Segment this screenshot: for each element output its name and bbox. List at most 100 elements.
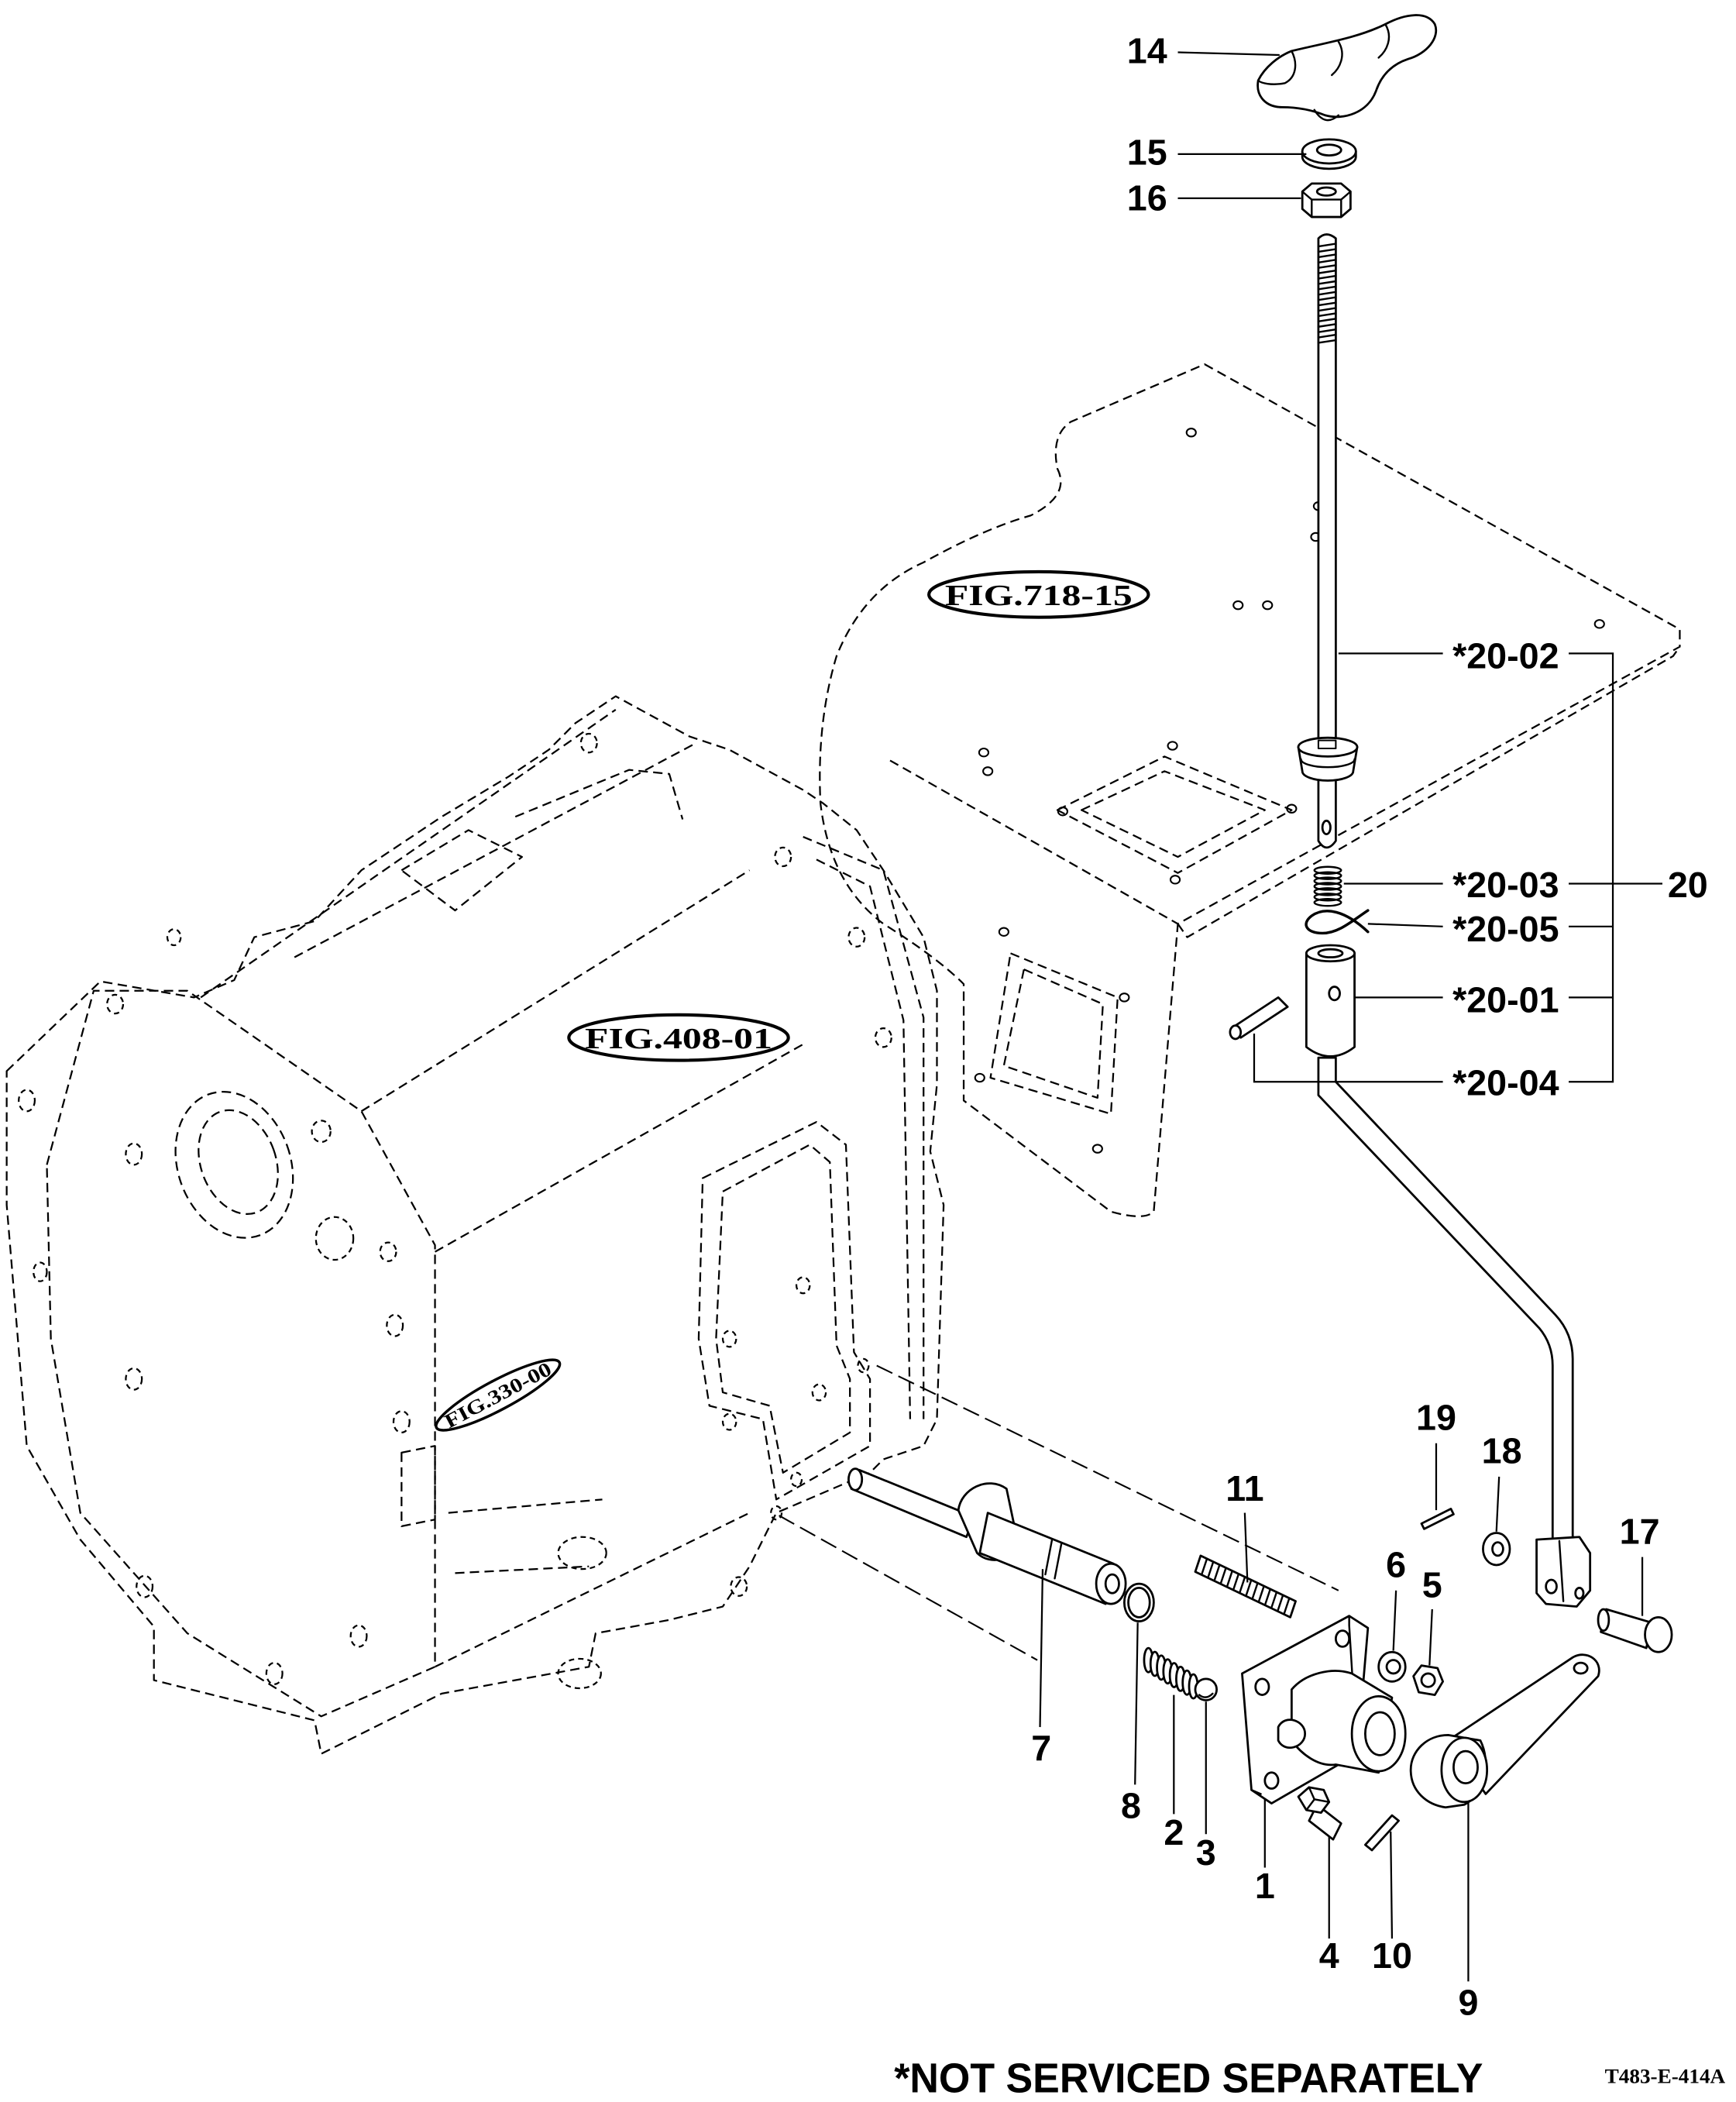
- housing-hub-outer: [174, 1090, 294, 1239]
- callout-20-01: *20-01: [1452, 979, 1559, 1020]
- clevis-hole-1: [1545, 1578, 1558, 1595]
- shaft-end-bore: [1104, 1573, 1120, 1595]
- alignment-line-2: [779, 1515, 1038, 1661]
- mounting-hole: [1169, 875, 1181, 885]
- mounting-hole: [1091, 1144, 1103, 1154]
- plate-outer-outline: [819, 363, 1681, 1218]
- o-ring-inner: [1127, 1586, 1151, 1619]
- housing-gasket-frame: [697, 1120, 871, 1501]
- part-20-03-spring: [1313, 865, 1342, 907]
- shaft-barrel: [978, 1512, 1115, 1605]
- leader-7: [1039, 1569, 1044, 1728]
- rod-cross-hole: [1321, 819, 1332, 835]
- housing-detent-port: [1277, 1718, 1307, 1749]
- part-15-washer: [1301, 138, 1357, 170]
- clevis-hole-2: [1574, 1586, 1585, 1600]
- housing-outer-outline: [5, 695, 945, 1755]
- mounting-hole: [579, 732, 598, 754]
- callout-5: 5: [1422, 1564, 1442, 1605]
- mounting-hole: [795, 1276, 811, 1295]
- callout-20: 20: [1668, 865, 1708, 905]
- part-7-shaft: [847, 1467, 1127, 1605]
- thread-line: [1317, 274, 1337, 280]
- upper-reference-outline: [819, 363, 1681, 1218]
- thread-line: [1317, 318, 1337, 323]
- mounting-hole: [978, 747, 990, 758]
- callout-16: 16: [1127, 177, 1167, 218]
- mounting-hole: [1262, 600, 1274, 611]
- housing-left-face: [46, 989, 436, 1718]
- rod-threads: [1317, 243, 1337, 344]
- spring-coil: [1313, 882, 1342, 891]
- thread-line: [1317, 323, 1337, 328]
- thread-line: [1317, 312, 1337, 318]
- mounting-hole: [721, 1330, 737, 1348]
- mounting-hole: [349, 1624, 368, 1648]
- mounting-hole: [1057, 806, 1068, 817]
- clevis-pin-tip: [1597, 1608, 1611, 1632]
- housing-gasket-frame-inner: [715, 1144, 851, 1474]
- collar-body: [1305, 951, 1356, 1058]
- leader-20-04: [1253, 1034, 1443, 1083]
- mounting-hole: [998, 927, 1009, 937]
- part-1-housing: [1241, 1615, 1407, 1804]
- part-20-01-collar: [1305, 944, 1356, 1058]
- thread-line: [1317, 333, 1337, 339]
- mounting-hole: [1593, 619, 1605, 629]
- callout-4: 4: [1319, 1935, 1339, 1976]
- housing-lower-pipe-2: [455, 1565, 590, 1574]
- spring-coil: [1313, 887, 1342, 896]
- footnote: *NOT SERVICED SEPARATELY: [894, 2056, 1483, 2102]
- washer-hole: [1315, 143, 1342, 157]
- callout-9: 9: [1458, 1983, 1478, 2023]
- mounting-hole: [770, 1505, 783, 1521]
- housing-holes: [18, 732, 892, 1690]
- lever-hub-bore: [1452, 1749, 1479, 1785]
- leader-11: [1243, 1512, 1249, 1583]
- callout-19: 19: [1416, 1397, 1456, 1437]
- callout-14: 14: [1127, 30, 1167, 71]
- clevis-slot: [1558, 1540, 1565, 1602]
- thread-line: [1226, 1570, 1233, 1588]
- mounting-hole: [1185, 428, 1197, 438]
- thread-line: [1207, 1560, 1215, 1579]
- housing-side-tab: [400, 1445, 436, 1528]
- lower-reference-outline: [5, 695, 945, 1755]
- part-10-roll-pin: [1364, 1814, 1400, 1852]
- callout-6: 6: [1386, 1545, 1406, 1585]
- thread-line: [1317, 259, 1337, 264]
- grommet-ridge: [1300, 758, 1356, 769]
- thread-line: [1317, 291, 1337, 296]
- housing-top-rib: [514, 769, 684, 820]
- mounting-hole: [379, 1241, 397, 1262]
- mounting-hole: [125, 1367, 143, 1391]
- mounting-hole: [1286, 803, 1298, 814]
- callout-20-02: *20-02: [1452, 635, 1559, 676]
- washer-hole: [1385, 1659, 1401, 1675]
- callout-10: 10: [1372, 1935, 1412, 1976]
- leader-18: [1495, 1476, 1501, 1532]
- plate-square-opening: [1056, 755, 1293, 874]
- mounting-hole: [106, 993, 125, 1015]
- clevis-pin-head: [1644, 1615, 1673, 1653]
- leader-8: [1134, 1622, 1139, 1785]
- housing-right-face-edge-1: [803, 836, 925, 1419]
- callout-20-03: *20-03: [1452, 865, 1559, 905]
- leader-14: [1177, 51, 1280, 57]
- part-3-ball: [1194, 1677, 1218, 1701]
- thread-line: [1263, 1588, 1272, 1606]
- thread-line: [1317, 285, 1337, 291]
- mounting-hole: [790, 1471, 803, 1488]
- mounting-hole: [136, 1574, 154, 1598]
- callout-8: 8: [1121, 1786, 1141, 1826]
- figure-ref-side-oval: [435, 1358, 562, 1432]
- housing-hub-inner: [198, 1109, 279, 1216]
- mounting-hole: [811, 1383, 827, 1402]
- callout-15: 15: [1127, 132, 1167, 173]
- bolt-head-facets: [1305, 1786, 1330, 1811]
- collar-pin-hole: [1328, 986, 1341, 1002]
- mounting-hole: [1119, 993, 1130, 1003]
- plate-window-inner: [1002, 968, 1104, 1099]
- part-18-washer: [1482, 1532, 1511, 1567]
- leader-6: [1392, 1590, 1397, 1651]
